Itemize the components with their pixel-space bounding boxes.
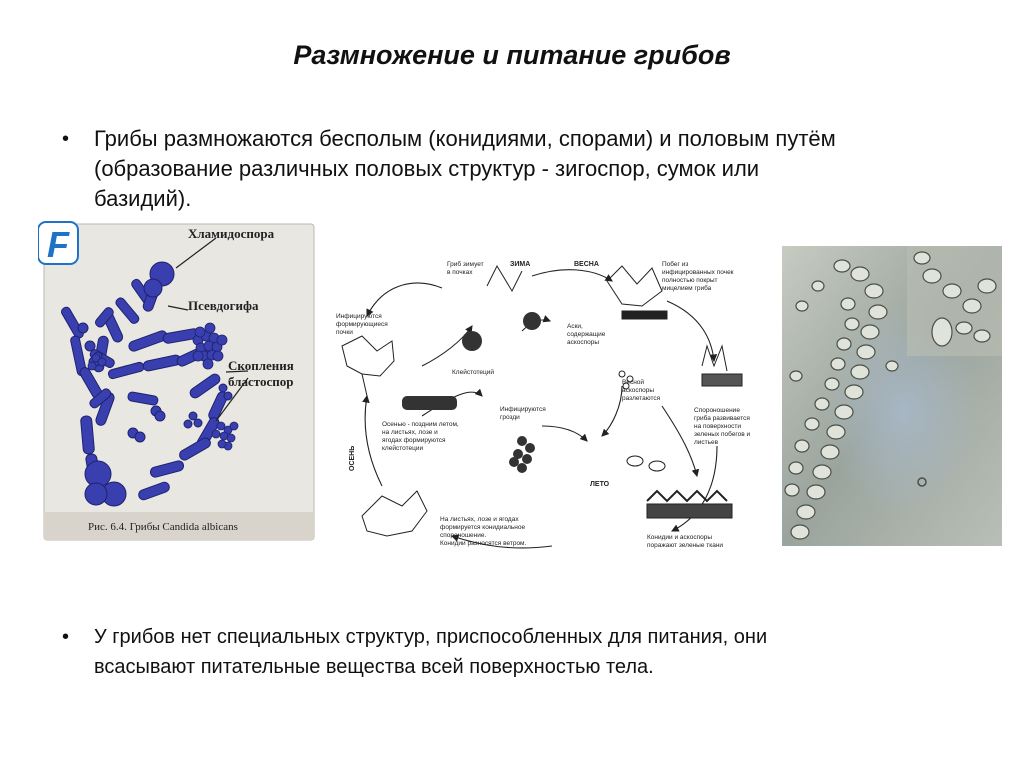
text-autumn-0: Осенью - поздним летом, xyxy=(382,421,459,428)
lifecycle-illustration: ЗИМА ВЕСНА ЛЕТО ОСЕНЬ Гриб зимует в почк… xyxy=(322,246,774,558)
text-autumn-3: клейстотеции xyxy=(382,444,423,452)
text-spring-asco-0: Весной xyxy=(622,378,644,386)
text-buds-2: почки xyxy=(336,329,353,336)
text-grapes-1: грозди xyxy=(500,414,520,421)
label-chlamydospore: Хламидоспора xyxy=(188,226,275,241)
label-clusters-1: Скопления xyxy=(228,358,294,373)
text-sporulation-3: зеленых побегов и xyxy=(694,430,751,438)
text-infect-0: Конидии и аскоспоры xyxy=(647,534,712,541)
text-grapes-0: Инфицируются xyxy=(500,406,546,413)
text-autumn-1: на листьях, лозе и xyxy=(382,429,438,436)
text-sporulation-0: Спороношение xyxy=(694,407,740,414)
text-asci-2: аскоспоры xyxy=(567,339,599,346)
season-summer: ЛЕТО xyxy=(590,481,610,488)
text-sporulation-4: листьев xyxy=(694,439,719,446)
candida-illustration: F xyxy=(38,216,320,542)
text-conidial-3: Конидии разносятся ветром. xyxy=(440,540,527,547)
bullet-nutrition: • У грибов нет специальных структур, при… xyxy=(62,622,962,682)
text-shoot-1: инфицированных почек xyxy=(662,269,734,276)
text-shoot-3: мицелием гриба xyxy=(662,284,712,292)
text-overwinter-0: Гриб зимует xyxy=(447,260,484,268)
season-autumn: ОСЕНЬ xyxy=(349,446,356,471)
bullet-marker: • xyxy=(62,622,94,682)
text-overwinter-1: в почках xyxy=(447,269,473,276)
text-asci-1: содержащие xyxy=(567,331,606,338)
bullet-line: (образование различных половых структур … xyxy=(94,154,836,184)
bullet-line: базидий). xyxy=(94,184,836,214)
season-spring: ВЕСНА xyxy=(574,261,599,268)
bullet-text: У грибов нет специальных структур, присп… xyxy=(94,622,767,682)
micrograph-image xyxy=(782,246,1002,546)
logo-icon: F xyxy=(38,222,78,265)
candida-figure: F xyxy=(38,216,320,542)
figure-caption: Рис. 6.4. Грибы Candida albicans xyxy=(88,521,238,533)
text-conidial-1: формируется конидиальное xyxy=(440,524,525,531)
text-sporulation-2: на поверхности xyxy=(694,423,741,430)
svg-text:F: F xyxy=(47,224,70,265)
text-infect-1: поражают зеленые ткани xyxy=(647,542,723,549)
label-clusters-2: бластоспор xyxy=(228,374,293,389)
text-conidial-2: спороношение. xyxy=(440,532,486,539)
bullet-marker: • xyxy=(62,124,94,214)
bullet-text: Грибы размножаются бесполым (конидиями, … xyxy=(94,124,836,214)
bullet-line: У грибов нет специальных структур, присп… xyxy=(94,622,767,652)
micrograph xyxy=(782,246,1002,546)
text-sporulation-1: гриба развивается xyxy=(694,414,750,422)
slide-title: Размножение и питание грибов xyxy=(0,40,1024,71)
text-buds-0: Инфицируются xyxy=(336,313,382,320)
text-shoot-2: полностью покрыт xyxy=(662,277,718,284)
label-pseudohypha: Псевдогифа xyxy=(188,298,259,313)
text-asci-0: Аски, xyxy=(567,323,583,330)
lifecycle-diagram: ЗИМА ВЕСНА ЛЕТО ОСЕНЬ Гриб зимует в почк… xyxy=(322,246,774,558)
text-buds-1: формирующиеся xyxy=(336,321,388,328)
text-spring-asco-2: разлетаются xyxy=(622,395,661,402)
text-cleistothecium: Клейстотеций xyxy=(452,368,494,376)
bullet-line: Грибы размножаются бесполым (конидиями, … xyxy=(94,124,836,154)
text-spring-asco-1: аскоспоры xyxy=(622,387,654,394)
text-conidial-0: На листьях, лозе и ягодах xyxy=(440,516,519,523)
bullet-line: всасывают питательные вещества всей пове… xyxy=(94,652,767,682)
bullet-reproduction: • Грибы размножаются бесполым (конидиями… xyxy=(62,124,962,214)
text-shoot-0: Побег из xyxy=(662,260,688,268)
text-autumn-2: ягодах формируются xyxy=(382,437,446,444)
season-winter: ЗИМА xyxy=(510,261,530,268)
